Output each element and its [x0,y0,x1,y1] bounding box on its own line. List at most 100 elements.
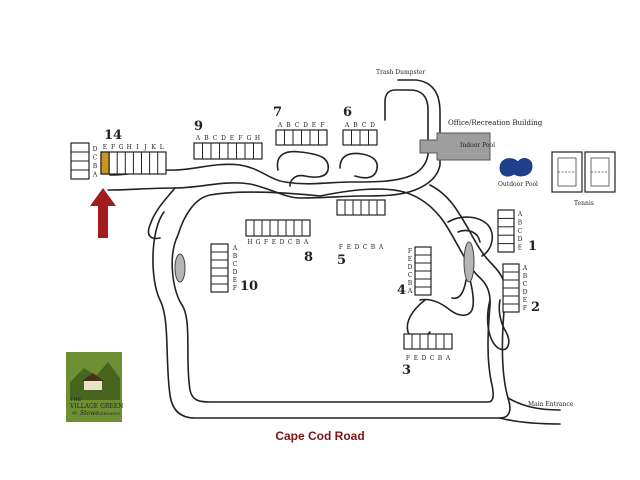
median-east [463,241,475,283]
building-8-units[interactable] [245,219,311,237]
building-3-number: 3 [402,363,411,378]
unit-letter: E [233,277,237,284]
unit-letter: E [523,297,527,304]
unit-letter: B [371,244,376,251]
building-10-number: 10 [240,279,258,294]
unit-letter: I [136,144,139,151]
road-building4-loop [406,299,431,340]
village-green-logo: THE VILLAGE GREEN AT Stowe VERMONT [66,352,123,422]
unit-letter: C [233,261,238,268]
building-7-number: 7 [273,105,282,120]
unit-letter: A [378,244,384,251]
building-4-units[interactable] [414,246,432,296]
unit-letter: E [272,239,276,246]
unit-letter: F [111,144,115,151]
unit-letter: B [204,135,209,142]
office-recreation-building[interactable] [419,132,491,161]
road-north-outer [109,89,429,185]
logo-text-vermont: VERMONT [97,411,121,416]
building-5-number: 5 [337,253,346,268]
building-9-units[interactable] [193,142,263,160]
unit-letter: F [406,355,410,362]
unit-letter: A [445,355,451,362]
building-8-number: 8 [304,250,313,265]
unit-letter: A [195,135,201,142]
unit-letter: C [93,155,98,162]
road-building6-loop [339,152,378,179]
road-main-loop-outer [152,184,511,419]
unit-letter: G [256,239,261,246]
unit-letter: C [363,244,368,251]
unit-letter: F [339,244,343,251]
building-10-units[interactable] [210,243,229,293]
logo-text-the: THE [70,397,82,403]
building-14-units[interactable] [100,151,167,175]
unit-letter: C [518,228,523,235]
building-6-number: 6 [343,105,352,120]
unit-letter: D [233,269,238,276]
building-1-number: 1 [528,239,537,254]
unit-letter: D [523,289,528,296]
tennis-courts[interactable] [551,151,616,193]
logo-text-village-green: VILLAGE GREEN [69,403,123,410]
road-south-spur [419,261,475,317]
office-building-label: Office/Recreation Building [448,119,543,127]
unit-letter: C [213,135,218,142]
unit-letter: G [119,144,124,151]
unit-letter: F [238,135,242,142]
unit-letter: A [303,239,309,246]
unit-letter: A [277,122,283,129]
cape-cod-road-label: Cape Cod Road [275,429,364,443]
unit-letter: D [303,122,308,129]
unit-letter: F [264,239,268,246]
unit-letter: F [408,248,412,255]
unit-letter: D [370,122,375,129]
unit-letter: D [280,239,285,246]
outdoor-pool[interactable] [499,158,533,177]
unit-letter: F [523,305,527,312]
building-4-number: 4 [397,283,406,298]
building-14-unit-e-highlighted[interactable] [100,151,110,175]
trash-dumpster-label: Trash Dumpster [376,69,426,76]
building-2-units[interactable] [502,263,520,313]
unit-letter: B [408,280,413,287]
unit-letter: H [255,135,260,142]
building-5-units[interactable] [336,199,386,216]
unit-letter: D [422,355,427,362]
indoor-pool-label: Indoor Pool [460,142,495,149]
unit-letter: E [408,256,412,263]
road-building2-spur [486,299,510,351]
unit-letter: F [320,122,324,129]
unit-letter: H [127,144,132,151]
building-14-west-units[interactable] [70,142,90,180]
unit-letter: B [93,163,98,170]
building-9-number: 9 [194,119,203,134]
building-3-units[interactable] [403,333,453,350]
unit-letter: B [296,239,301,246]
logo-text-stowe: Stowe [80,410,99,417]
unit-letter: C [295,122,300,129]
road-west-spur [147,187,176,240]
unit-letter: A [344,122,350,129]
building-7-units[interactable] [275,129,328,146]
road-main-loop-inner [171,188,494,403]
median-west [174,253,186,283]
building-2-number: 2 [531,300,540,315]
unit-letter: A [522,265,528,272]
logo-text-at: AT [71,410,78,415]
building-1-units[interactable] [497,209,515,253]
building-6-units[interactable] [342,129,378,146]
road-main-entrance [499,397,561,425]
building-14-number: 14 [104,128,122,143]
